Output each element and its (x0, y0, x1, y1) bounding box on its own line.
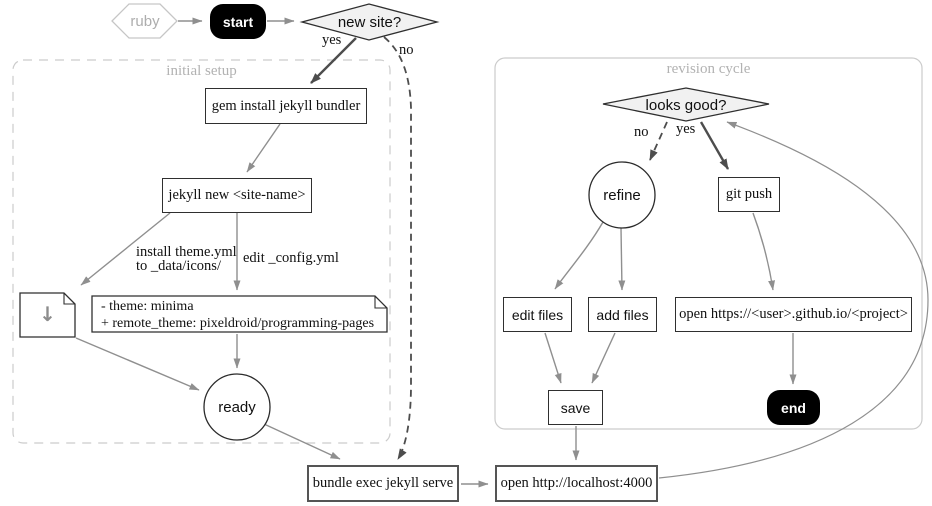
cluster-revision-cycle-label: revision cycle (666, 61, 751, 77)
ruby-hexagon (111, 3, 178, 39)
node-gem-install-label: gem install jekyll bundler (211, 97, 361, 114)
edge-jekyll-new-to-theme-note (80, 212, 171, 286)
node-git-push-label: git push (725, 186, 773, 202)
node-open-localhost-label: open http://localhost:4000 (500, 475, 653, 491)
edge-add-files-to-save (591, 332, 616, 384)
theme-note-shape (19, 292, 76, 338)
edge-edit-files-to-save (544, 332, 562, 384)
node-ready-label: ready (218, 399, 256, 416)
node-gem-install: gem install jekyll bundler (205, 88, 367, 124)
end-node: end (767, 390, 820, 425)
node-git-push: git push (718, 177, 780, 212)
node-new-site-label: new site? (337, 14, 402, 31)
node-jekyll-new-label: jekyll new <site-name> (168, 187, 306, 203)
start-node: start (210, 4, 266, 39)
node-ruby-label: ruby (130, 13, 160, 30)
edge-label-new-site-yes: yes (322, 32, 342, 48)
config-note-text: - theme: minima + remote_theme: pixeldro… (101, 299, 374, 332)
node-edit-files: edit files (503, 297, 572, 332)
edge-label-install-theme-line1: install theme.yml (136, 244, 237, 260)
cluster-revision-cycle-border (494, 57, 923, 430)
edge-label-looks-good-no: no (634, 124, 649, 140)
cluster-initial-setup-label: initial setup (166, 63, 237, 79)
new-site-decision-diamond (299, 3, 440, 41)
edge-git-push-to-open-github (752, 212, 776, 291)
edge-theme-note-to-ready (75, 337, 200, 391)
node-add-files: add files (588, 297, 657, 332)
end-node-label: end (781, 399, 806, 416)
config-note-fold (374, 296, 387, 309)
edge-label-install-theme: install theme.yml to _data/icons/ (136, 244, 237, 274)
node-refine-label: refine (603, 187, 641, 204)
edge-gem-install-to-jekyll-new (246, 123, 281, 173)
node-open-localhost: open http://localhost:4000 (495, 465, 658, 502)
download-icon: ↓ (39, 302, 56, 326)
node-looks-good-label: looks good? (645, 97, 727, 114)
edge-label-new-site-no: no (399, 42, 414, 58)
node-save: save (548, 390, 603, 425)
node-open-github: open https://<user>.github.io/<project> (675, 297, 912, 332)
config-note-line2: + remote_theme: pixeldroid/programming-p… (101, 315, 375, 331)
node-jekyll-new: jekyll new <site-name> (162, 178, 312, 213)
edge-looks-good-yes-to-git-push (699, 121, 730, 170)
edge-looks-good-no-to-refine (649, 121, 668, 161)
edge-new-site-no-to-bundle-serve (383, 36, 412, 460)
edge-refine-to-add-files (618, 227, 626, 291)
ready-circle (203, 373, 271, 441)
edge-ready-to-bundle-serve (263, 423, 341, 460)
edge-label-looks-good-yes: yes (676, 121, 696, 137)
start-node-label: start (222, 13, 254, 30)
cluster-initial-setup-border (12, 59, 391, 444)
node-open-github-label: open https://<user>.github.io/<project> (679, 306, 908, 322)
config-note-line1: - theme: minima (101, 299, 194, 314)
looks-good-decision-diamond (602, 87, 770, 122)
node-bundle-serve-label: bundle exec jekyll serve (312, 475, 454, 491)
edge-label-install-theme-line2: to _data/icons/ (136, 257, 221, 274)
node-edit-files-label: edit files (511, 306, 564, 323)
edge-refine-to-edit-files (554, 221, 604, 290)
node-bundle-serve: bundle exec jekyll serve (307, 465, 459, 502)
theme-note-fold (63, 293, 75, 305)
node-save-label: save (560, 399, 591, 416)
edge-label-edit-config: edit _config.yml (243, 250, 339, 266)
refine-circle (588, 161, 656, 229)
config-note-shape (91, 295, 388, 333)
edge-open-localhost-to-looks-good (658, 121, 929, 479)
edge-new-site-yes-to-gem-install (310, 37, 357, 84)
node-add-files-label: add files (596, 306, 649, 323)
